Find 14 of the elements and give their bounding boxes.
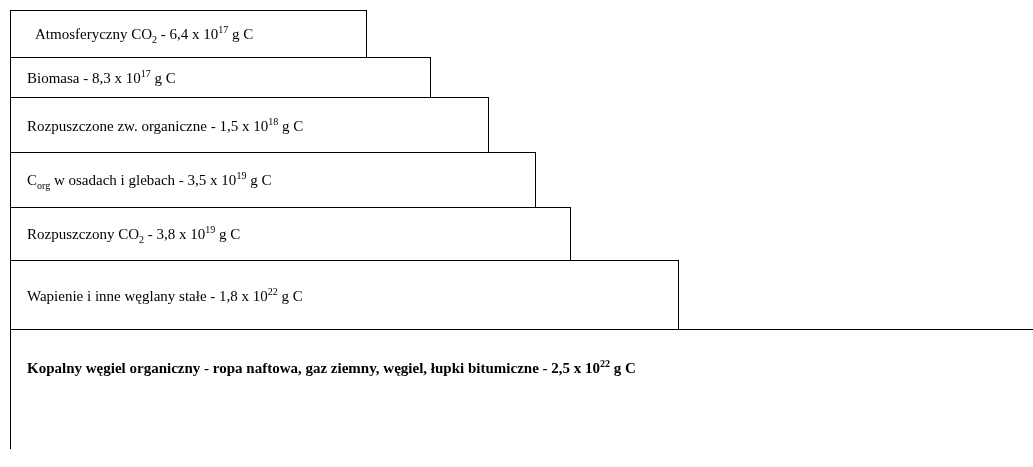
carbon-pool-label: Wapienie i inne węglany stałe - 1,8 x 10$^{22}$ g C (26, 285, 303, 305)
carbon-pool-box (10, 97, 489, 153)
carbon-pool-box (10, 207, 571, 261)
carbon-pool-label: Rozpuszczony CO$_{2}$ - 3,8 x 10$^{19}$ g C (26, 223, 241, 245)
carbon-pool-label: C$_{org}$ w osadach i glebach - 3,5 x 10$^{19}$ g C (26, 169, 272, 191)
carbon-pool-label: Biomasa - 8,3 x 10$^{17}$ g C (26, 68, 176, 87)
carbon-pool-label: Kopalny węgiel organiczny - ropa naftowa, gaz ziemny, węgiel, łupki bitumiczne - 2,5 x 10$^{22}$ g C (26, 358, 636, 377)
carbon-pool-box (10, 152, 536, 208)
carbon-pool-box (10, 260, 679, 330)
carbon-pool-label: Rozpuszczone zw. organiczne - 1,5 x 10$^{18}$ g C (26, 115, 304, 135)
carbon-pool-box (10, 10, 367, 58)
carbon-pool-box (10, 329, 1033, 449)
carbon-pool-label: Atmosferyczny CO$_{2}$ - 6,4 x 10$^{17}$ g C (34, 23, 254, 45)
carbon-pool-box (10, 57, 431, 98)
